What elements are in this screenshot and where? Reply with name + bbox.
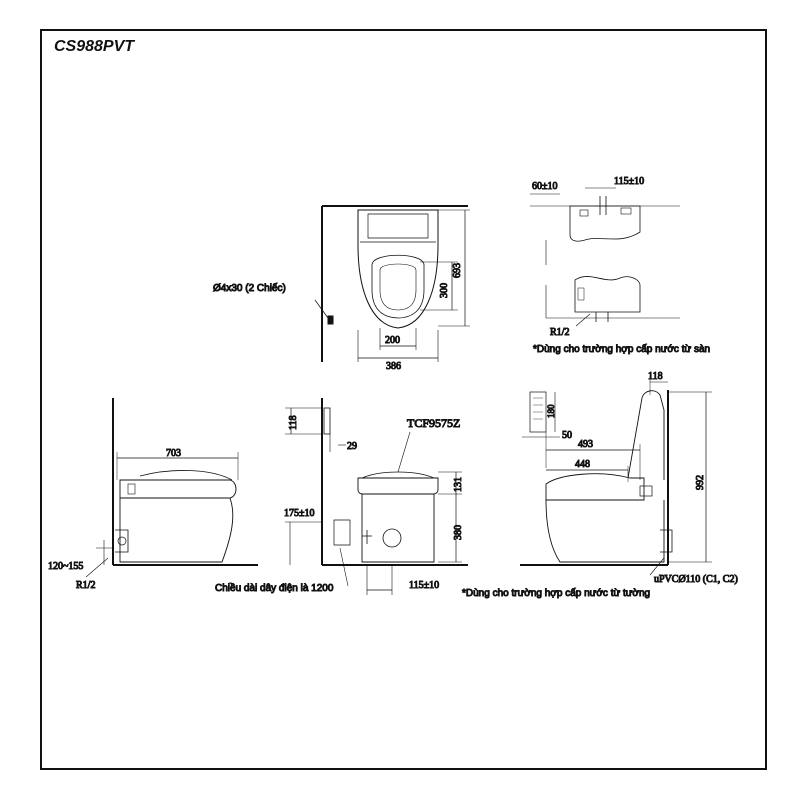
dim-115-bottom: 115±10 (409, 580, 439, 591)
dim-175: 175±10 (284, 508, 315, 519)
dim-180: 180 (546, 404, 556, 418)
top-view (314, 205, 470, 362)
side-view-left (85, 398, 258, 578)
dim-300: 300 (439, 283, 450, 298)
dim-380: 380 (453, 525, 464, 540)
r12-top-label: R1/2 (550, 327, 569, 338)
dim-60: 60±10 (532, 181, 558, 192)
upvc-label: uPVCØ110 (C1, C2) (654, 574, 738, 585)
floor-supply-note: *Dùng cho trường hợp cấp nước từ sàn (533, 343, 710, 355)
dim-386: 386 (386, 361, 401, 372)
dim-120-155: 120~155 (48, 561, 83, 572)
wall-supply-note: *Dùng cho trường hợp cấp nước từ tường (462, 587, 650, 599)
floor-supply-detail (530, 187, 680, 327)
r12-left-label: R1/2 (76, 580, 95, 591)
dim-115-top: 115±10 (614, 176, 644, 187)
front-view (285, 398, 468, 595)
dim-493: 493 (578, 439, 593, 450)
dim-200: 200 (385, 335, 400, 346)
cable-length-label: Chiều dài dây điện là 1200 (215, 582, 334, 594)
dim-29: 29 (347, 441, 357, 452)
dim-992: 992 (695, 475, 706, 490)
dim-118-right: 118 (648, 371, 663, 382)
drawing-frame (40, 29, 767, 770)
dim-693: 693 (452, 263, 463, 278)
dim-448: 448 (575, 459, 590, 470)
dim-131: 131 (453, 477, 464, 492)
tcf-label: TCF9575Z (407, 416, 460, 430)
dim-703: 703 (166, 448, 181, 459)
dim-50: 50 (562, 430, 572, 441)
model-title: CS988PVT (54, 38, 135, 55)
dim-118: 118 (288, 415, 299, 430)
side-view-right (520, 376, 712, 576)
screw-label: Ø4x30 (2 Chiếc) (213, 282, 286, 294)
